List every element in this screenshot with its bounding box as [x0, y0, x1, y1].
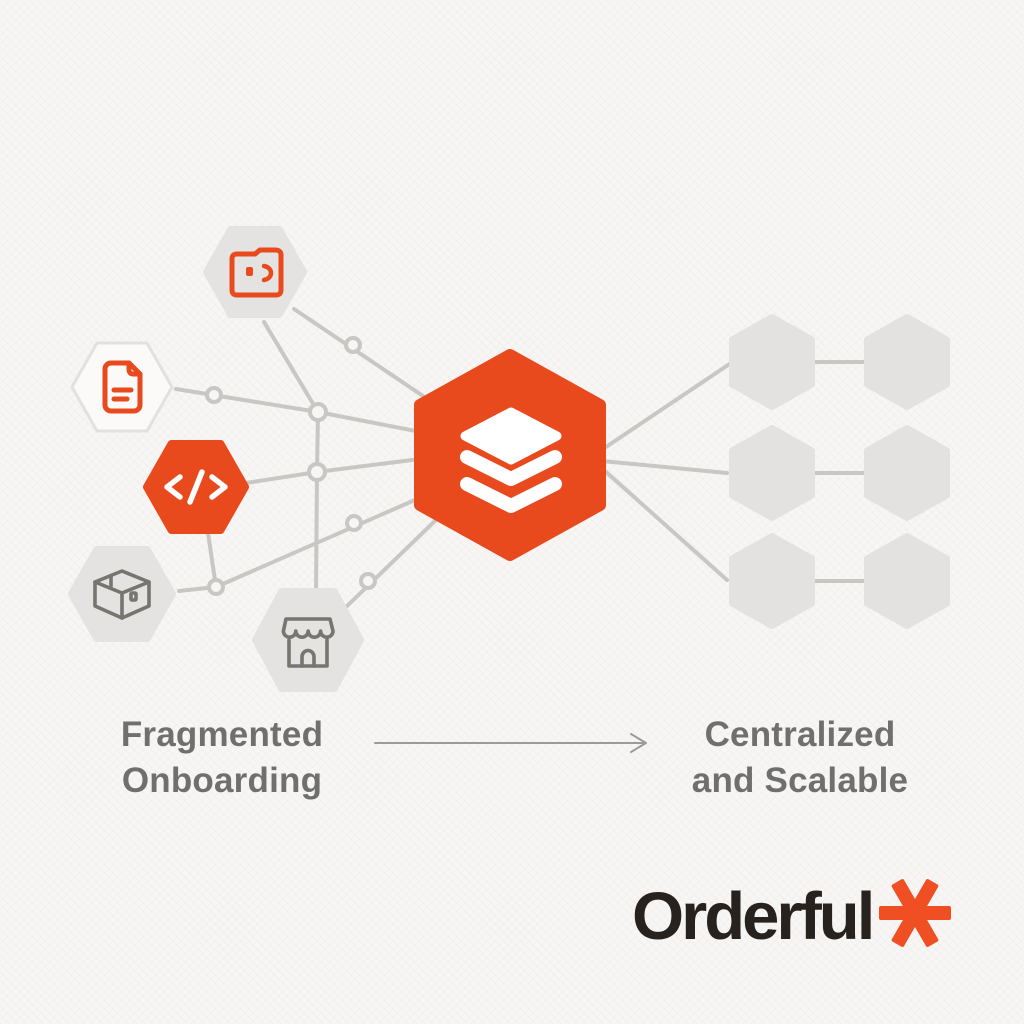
destination-hexagon — [729, 314, 815, 410]
connector — [214, 494, 426, 589]
junction-circle — [307, 462, 327, 482]
center-hexagon — [414, 349, 606, 561]
brand-logo: Orderful — [632, 878, 954, 954]
connector — [315, 457, 422, 474]
source-hexagon-folder — [203, 226, 307, 318]
connector — [600, 459, 729, 475]
junction-circle — [308, 402, 328, 422]
layers-stack-icon — [460, 407, 562, 513]
connector — [601, 361, 733, 451]
node-circle — [345, 514, 363, 532]
hexagon-shape — [70, 341, 174, 433]
connector — [262, 320, 320, 414]
left-heading-line2: Onboarding — [121, 761, 323, 800]
connector — [603, 469, 729, 582]
connector — [316, 410, 423, 434]
destination-hexagon — [729, 425, 815, 521]
node-circle — [344, 336, 362, 354]
source-hexagon-document — [70, 341, 174, 433]
source-hexagon-storefront — [252, 588, 364, 692]
brand-wordmark: Orderful — [632, 878, 875, 954]
node-circle — [207, 578, 225, 596]
left-heading: Fragmented Onboarding — [42, 712, 402, 804]
connector — [292, 307, 425, 398]
node-circle — [205, 386, 223, 404]
document-icon — [102, 360, 143, 414]
right-heading: Centralized and Scalable — [620, 712, 980, 804]
left-heading-line1: Fragmented — [120, 715, 324, 754]
destination-hexagon — [864, 533, 950, 629]
destination-hexagons — [729, 314, 950, 629]
connector — [174, 387, 320, 414]
orderful-asterisk-icon — [879, 879, 952, 947]
node-circle — [359, 572, 377, 590]
storefront-icon — [281, 617, 335, 668]
source-hexagon-code — [143, 440, 249, 534]
code-icon — [164, 469, 228, 505]
destination-hexagon — [864, 314, 950, 410]
package-icon — [93, 569, 151, 620]
connector — [315, 410, 320, 474]
right-heading-line2: and Scalable — [691, 761, 909, 800]
right-heading-line1: Centralized — [704, 715, 896, 754]
hexagon-shape — [252, 588, 364, 692]
connector-lines — [174, 307, 868, 610]
destination-hexagon — [864, 425, 950, 521]
source-hexagon-package — [68, 546, 176, 642]
connector — [314, 470, 319, 594]
connector — [206, 531, 218, 589]
hexagon-shape — [203, 226, 307, 318]
destination-hexagon — [729, 533, 815, 629]
connector — [244, 470, 319, 485]
folder-icon — [229, 247, 284, 298]
connector-nodes — [205, 336, 377, 596]
right-arrow-icon — [374, 733, 647, 753]
connector — [343, 517, 439, 610]
